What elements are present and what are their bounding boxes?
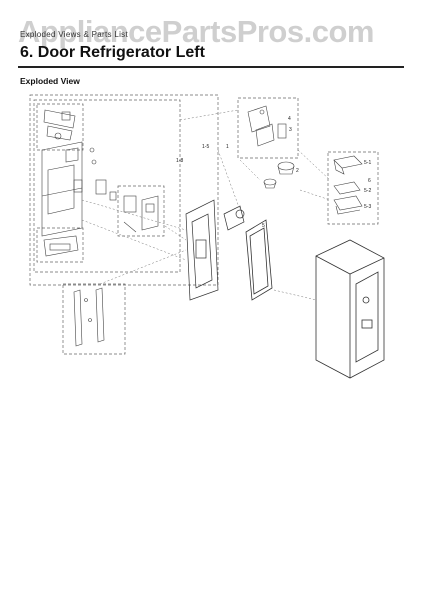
refrigerator-cabinet [315, 239, 385, 379]
group-label-5-1: 5-1 [364, 160, 371, 166]
assembly-boundaries [29, 94, 379, 355]
door-outer-panel [185, 199, 245, 301]
section-subtitle: Exploded View [20, 76, 80, 86]
upper-panel-parts [43, 109, 76, 141]
shelf-bin-parts [333, 155, 363, 215]
lower-panel-parts [43, 235, 79, 257]
trim-strip-detail-box [62, 283, 126, 355]
group-labels: 1 1-5 1-8 2 3 4 5 5-1 5-2 5-3 6 [176, 116, 371, 229]
upper-panel-detail-box [36, 103, 84, 151]
group-label-1-5: 1-5 [202, 144, 209, 150]
group-label-1-8: 1-8 [176, 158, 183, 164]
cup-parts [263, 161, 295, 189]
leader-lines [81, 109, 331, 301]
inner-door-boundary [33, 99, 181, 273]
group-label-5: 5 [262, 223, 265, 229]
group-label-5-2: 5-2 [364, 188, 371, 194]
lower-panel-detail-box [36, 227, 84, 263]
shelf-bin-detail-box [327, 151, 379, 225]
page-title: 6. Door Refrigerator Left [20, 44, 205, 61]
control-module-detail-box [117, 185, 165, 237]
trim-strip-parts [73, 287, 105, 347]
watermark-logo-text: AppliancePartsPros.com [18, 14, 374, 49]
title-divider [18, 66, 404, 68]
group-label-5-3: 5-3 [364, 204, 371, 210]
group-label-6: 6 [368, 178, 371, 184]
door-gasket-part [245, 219, 273, 301]
control-module-parts [123, 195, 159, 233]
breadcrumb: Exploded Views & Parts List [20, 30, 129, 39]
door-assembly-boundary [29, 94, 219, 286]
group-label-2: 2 [296, 168, 299, 174]
hinge-bracket-detail-box [237, 97, 299, 159]
door-liner-part [41, 141, 83, 237]
hinge-bracket-parts [247, 105, 287, 147]
group-label-1: 1 [226, 144, 229, 150]
group-label-4: 4 [288, 116, 291, 122]
small-liner-parts [73, 147, 117, 201]
group-label-3: 3 [289, 127, 292, 133]
